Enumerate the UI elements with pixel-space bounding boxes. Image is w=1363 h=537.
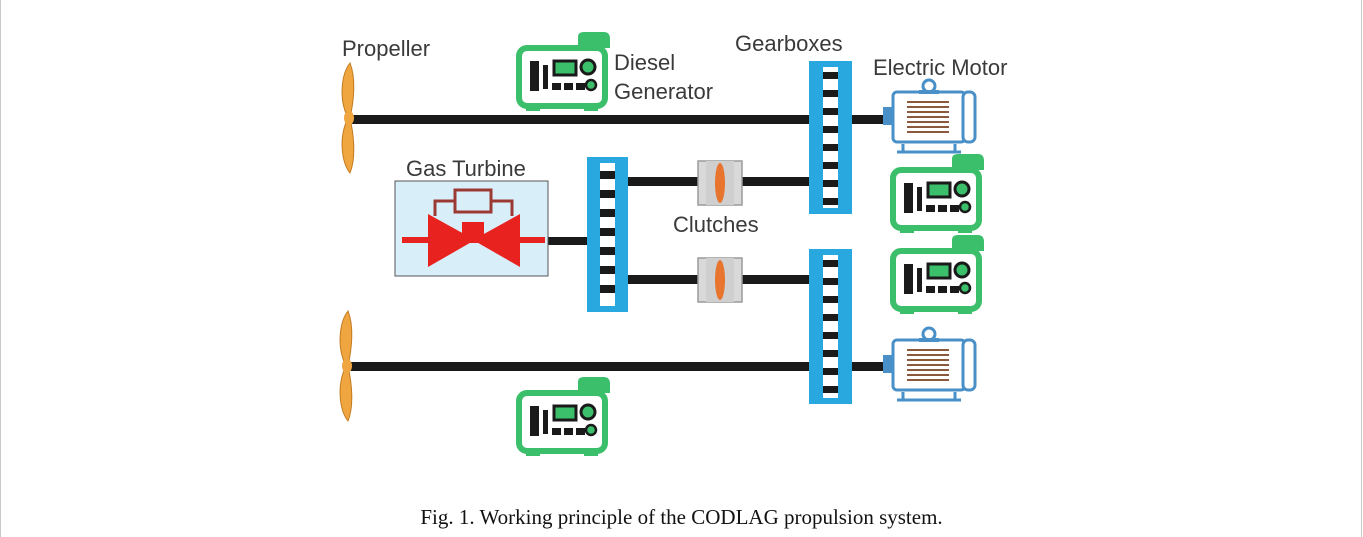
codlag-diagram: Propeller Diesel Generator Gearboxes Ele… [339, 0, 1007, 500]
upper-propeller-shaft [348, 115, 896, 124]
upper-gearbox-icon [809, 61, 852, 214]
diesel-generator-icon [519, 377, 610, 456]
lower-electric-motor-icon [881, 326, 977, 402]
diesel-generator-icon [893, 154, 984, 233]
lower-clutch-icon [697, 257, 743, 303]
upper-electric-motor-icon [881, 78, 977, 154]
electric-motor-label: Electric Motor [873, 55, 1007, 80]
upper-clutch-icon [697, 160, 743, 206]
diesel-generator-icon [519, 32, 610, 111]
figure-caption: Fig. 1. Working principle of the CODLAG … [420, 505, 943, 529]
gas-turbine-label: Gas Turbine [406, 156, 526, 181]
upper-propeller-icon [341, 62, 355, 174]
gas-turbine-icon [394, 180, 549, 277]
clutches-label: Clutches [673, 212, 759, 237]
lower-gearbox-icon [809, 249, 852, 404]
diesel-generator-label-line1: Diesel [614, 50, 675, 75]
diesel-generator-icon [893, 235, 984, 314]
diesel-generator-label-line2: Generator [614, 79, 713, 104]
propeller-label: Propeller [342, 36, 430, 61]
turbine-gearbox-icon [587, 157, 628, 312]
gearboxes-label: Gearboxes [735, 31, 843, 56]
lower-propeller-icon [339, 310, 353, 422]
turbine-shaft [540, 237, 600, 245]
lower-propeller-shaft [348, 362, 896, 371]
